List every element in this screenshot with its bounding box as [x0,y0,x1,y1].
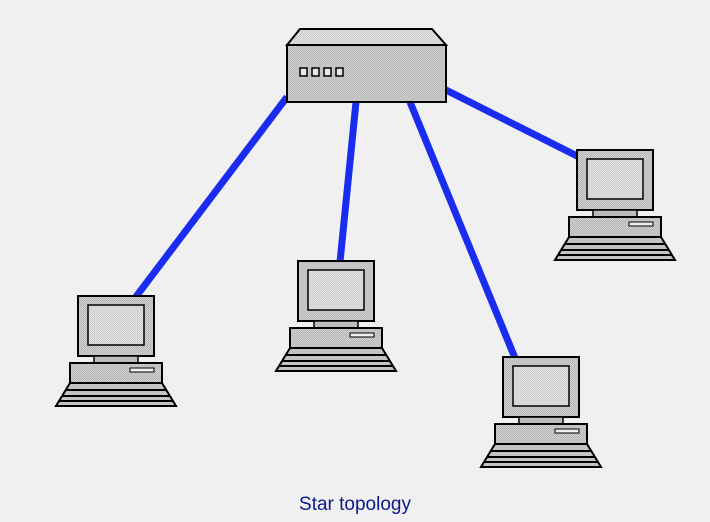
hub-port-3 [323,67,332,77]
hub [284,28,449,103]
hub-port-4 [335,67,344,77]
diagram-caption: Star topology [299,494,411,515]
hub-top [284,28,449,46]
hub-port-2 [311,67,320,77]
computer-1 [55,295,177,407]
hub-body [286,44,447,103]
hub-port-1 [299,67,308,77]
cable-computer-2 [336,101,360,263]
cable-computer-3 [406,100,519,360]
hub-ports [299,67,344,77]
computer-3 [480,356,602,468]
cables [132,85,583,360]
cable-computer-1 [132,94,290,301]
computer-4 [554,149,676,261]
computer-2 [275,260,397,372]
cable-computer-4 [442,85,583,162]
